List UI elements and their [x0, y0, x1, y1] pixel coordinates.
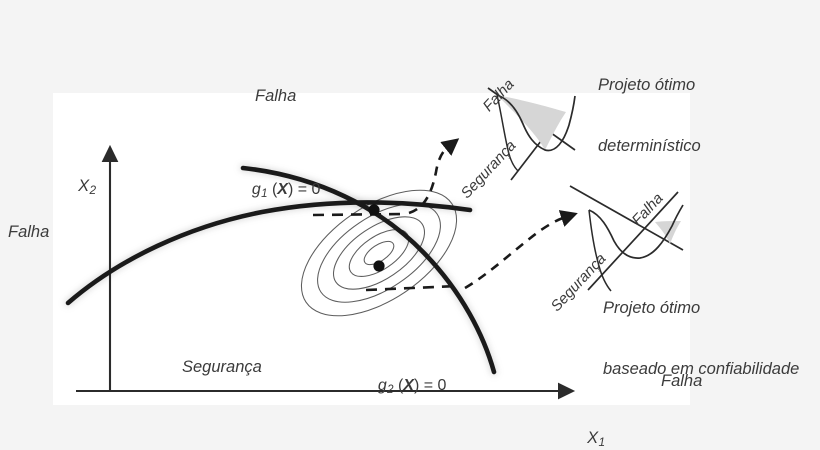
y-axis-symbol: X: [78, 177, 90, 196]
g1-equation-tail: ) = 0: [287, 180, 321, 198]
caption-reliability: Projeto ótimo baseado em confiabilidade: [603, 258, 799, 399]
g1-curve: [65, 200, 473, 306]
region-label-seguranca: Segurança: [182, 358, 262, 376]
inset1-pdf-curve: [496, 94, 576, 152]
caption-reliability-line1: Projeto ótimo: [603, 299, 701, 318]
callout-arrow-1: [408, 138, 460, 215]
region-label-falha-top: Falha: [255, 87, 297, 105]
constraint-label-g1: g1 (X) = 0: [243, 160, 321, 201]
g2-subscript: 2: [387, 383, 394, 396]
g1-symbol: g: [251, 180, 261, 198]
g1-open-paren: (: [267, 180, 278, 198]
g1-vector-x: X: [277, 180, 288, 198]
g2-curve: [240, 165, 497, 375]
contour-1: [363, 240, 395, 266]
chord-lower: [365, 284, 459, 292]
deterministic-optimum-dot: [368, 204, 380, 216]
inset-deterministic: [487, 87, 576, 181]
region-label-falha-bottom-right: Falha: [661, 372, 703, 390]
g2-open-paren: (: [393, 376, 404, 394]
y-axis-subscript: 2: [89, 183, 97, 198]
g2-vector-x: X: [403, 376, 414, 394]
x-axis-label: X1: [578, 408, 605, 450]
contour-4: [317, 203, 441, 303]
inset-reliability: [569, 185, 684, 292]
caption-deterministic-line1: Projeto ótimo: [598, 76, 696, 95]
g1-subscript: 1: [261, 187, 268, 200]
contour-3: [332, 216, 426, 290]
inset2-pdf-skirt: [588, 209, 612, 292]
x-axis-subscript: 1: [598, 435, 606, 450]
g2-symbol: g: [377, 376, 387, 394]
caption-reliability-line2: baseado em confiabilidade: [603, 359, 800, 378]
chord-upper: [312, 212, 409, 217]
reliability-optimum-dot: [373, 260, 385, 272]
y-axis-label: X2: [69, 156, 96, 198]
g2-equation-tail: ) = 0: [413, 376, 447, 394]
caption-deterministic: Projeto ótimo determinístico: [598, 35, 701, 176]
caption-deterministic-line2: determinístico: [598, 136, 701, 155]
inset2-limit-line: [587, 191, 679, 291]
region-label-falha-left: Falha: [8, 223, 50, 241]
callout-arrow-2: [464, 210, 578, 290]
constraint-label-g2: g2 (X) = 0: [369, 356, 447, 397]
inset2-pdf-curve: [588, 204, 684, 259]
x-axis-symbol: X: [587, 429, 599, 448]
inset1-pdf-skirt: [496, 94, 519, 172]
